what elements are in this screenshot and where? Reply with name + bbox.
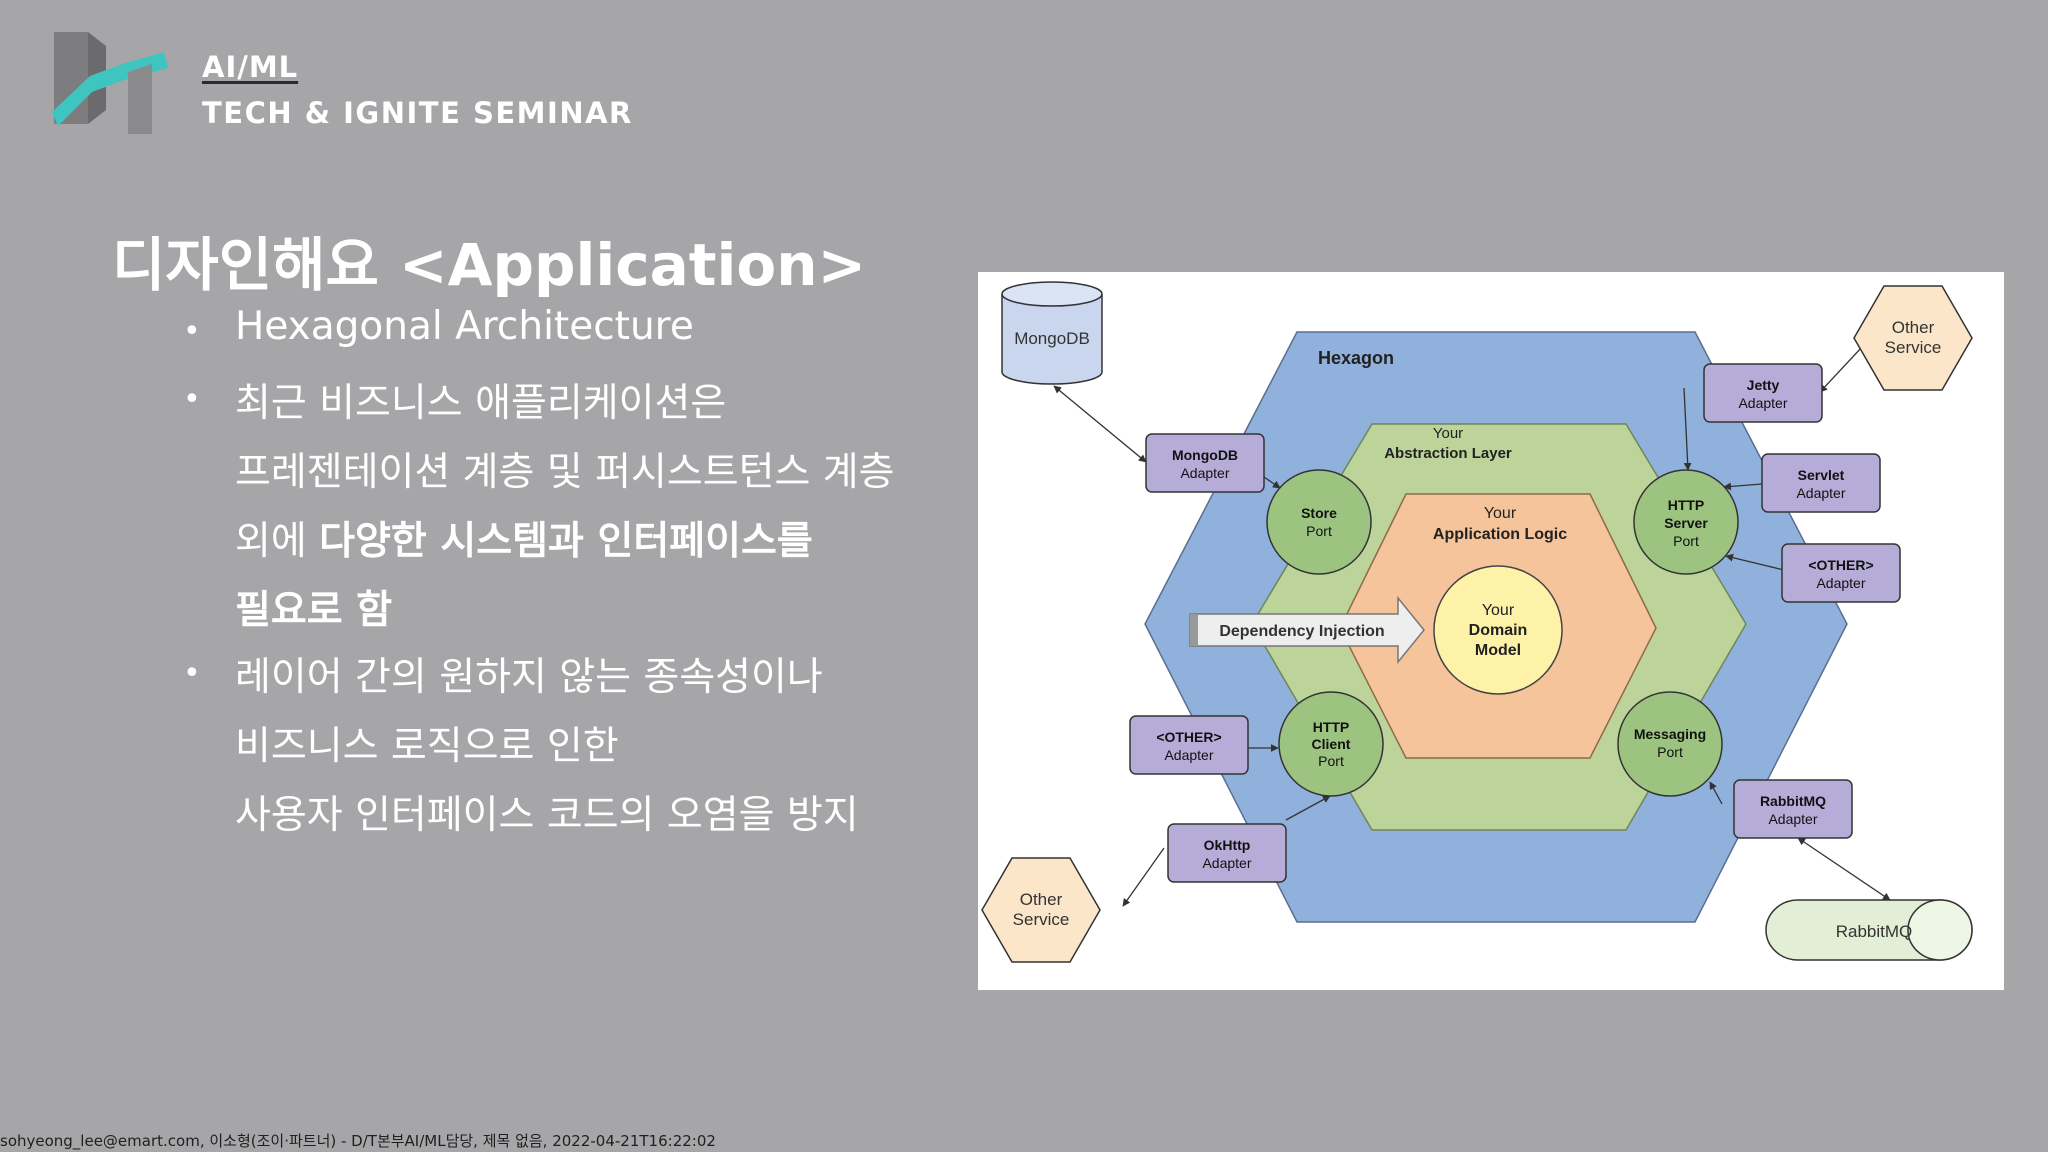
bullet-line: Hexagonal Architecture <box>235 304 694 349</box>
bullet-line: 외에 다양한 시스템과 인터페이스를 <box>235 519 813 564</box>
mongodb-adapter: MongoDB Adapter <box>1145 433 1265 493</box>
http-client-port: HTTP Client Port <box>1278 691 1384 797</box>
svg-text:Dependency Injection: Dependency Injection <box>1219 623 1384 640</box>
rabbitmq-adapter: RabbitMQ Adapter <box>1733 779 1853 839</box>
svg-text:Service: Service <box>1013 910 1070 929</box>
svg-text:Other: Other <box>1020 890 1063 909</box>
slide-title: 디자인해요 <Application> <box>112 231 867 299</box>
svg-text:Other: Other <box>1892 318 1935 337</box>
domain-label-line1: Your <box>1482 602 1515 619</box>
http-server-port: HTTP Server Port <box>1633 469 1739 575</box>
svg-text:Adapter: Adapter <box>1202 855 1251 871</box>
bullet-line: 최근 비즈니스 애플리케이션은 <box>235 381 727 426</box>
other-adapter-right: <OTHER> Adapter <box>1781 543 1901 603</box>
bullet-line: 프레젠테이션 계층 및 퍼시스트턴스 계층 <box>235 450 895 495</box>
domain-label-line3: Model <box>1475 642 1521 659</box>
rabbitmq-queue-icon: RabbitMQ <box>1765 899 1973 961</box>
other-adapter-left: <OTHER> Adapter <box>1129 715 1249 775</box>
svg-text:Adapter: Adapter <box>1738 395 1787 411</box>
dt-logo-icon <box>52 32 168 134</box>
svg-text:RabbitMQ: RabbitMQ <box>1760 793 1826 809</box>
svg-text:RabbitMQ: RabbitMQ <box>1836 922 1913 941</box>
svg-text:Messaging: Messaging <box>1634 726 1706 742</box>
svg-text:MongoDB: MongoDB <box>1014 329 1090 348</box>
svg-text:<OTHER>: <OTHER> <box>1156 729 1221 745</box>
abstraction-label-line2: Abstraction Layer <box>1384 445 1512 462</box>
bullet-dot: • <box>183 314 201 349</box>
store-port: Store Port <box>1266 469 1372 575</box>
svg-text:Adapter: Adapter <box>1164 747 1213 763</box>
svg-text:Adapter: Adapter <box>1180 465 1229 481</box>
svg-text:Port: Port <box>1306 523 1332 539</box>
svg-text:Service: Service <box>1885 338 1942 357</box>
svg-text:Port: Port <box>1657 744 1683 760</box>
bullet-line: 비즈니스 로직으로 인한 <box>235 724 619 769</box>
dependency-injection-arrow: Dependency Injection <box>1189 595 1425 665</box>
logic-label-line1: Your <box>1484 505 1517 522</box>
svg-text:Jetty: Jetty <box>1747 377 1780 393</box>
svg-text:Servlet: Servlet <box>1798 467 1845 483</box>
bullet-dot: • <box>183 656 201 691</box>
domain-label-line2: Domain <box>1469 622 1528 639</box>
other-service-bottom-icon: Other Service <box>981 857 1101 963</box>
svg-text:Port: Port <box>1673 533 1699 549</box>
hexagon-label: Hexagon <box>1318 348 1394 368</box>
svg-text:MongoDB: MongoDB <box>1172 447 1238 463</box>
other-service-top-icon: Other Service <box>1853 285 1973 391</box>
okhttp-adapter: OkHttp Adapter <box>1167 823 1287 883</box>
hexagonal-architecture-diagram: Hexagon Your Abstraction Layer Your Appl… <box>978 272 2004 990</box>
svg-text:Server: Server <box>1664 515 1708 531</box>
jetty-adapter: Jetty Adapter <box>1703 363 1823 423</box>
brand-title: AI/ML <box>202 50 299 84</box>
svg-text:<OTHER>: <OTHER> <box>1808 557 1873 573</box>
bullet-dot: • <box>183 382 201 417</box>
svg-text:OkHttp: OkHttp <box>1204 837 1251 853</box>
domain-model-circle <box>1433 565 1563 695</box>
messaging-port: Messaging Port <box>1617 691 1723 797</box>
footer-watermark: sohyeong_lee@emart.com, 이소형(조이·파트너) - D/… <box>0 1132 716 1150</box>
servlet-adapter: Servlet Adapter <box>1761 453 1881 513</box>
svg-text:Adapter: Adapter <box>1816 575 1865 591</box>
bullet-line: 레이어 간의 원하지 않는 종속성이나 <box>235 655 823 700</box>
bullet-line: 사용자 인터페이스 코드의 오염을 방지 <box>235 793 859 838</box>
svg-text:Adapter: Adapter <box>1768 811 1817 827</box>
svg-text:HTTP: HTTP <box>1313 719 1350 735</box>
abstraction-label-line1: Your <box>1433 425 1463 442</box>
mongodb-database-icon: MongoDB <box>1001 281 1103 385</box>
logic-label-line2: Application Logic <box>1433 526 1567 543</box>
svg-text:Port: Port <box>1318 753 1344 769</box>
svg-text:Client: Client <box>1312 736 1351 752</box>
brand-subtitle: TECH & IGNITE SEMINAR <box>202 96 633 130</box>
svg-text:HTTP: HTTP <box>1668 497 1705 513</box>
svg-text:Store: Store <box>1301 505 1337 521</box>
bullet-line: 필요로 함 <box>235 588 393 633</box>
svg-text:Adapter: Adapter <box>1796 485 1845 501</box>
